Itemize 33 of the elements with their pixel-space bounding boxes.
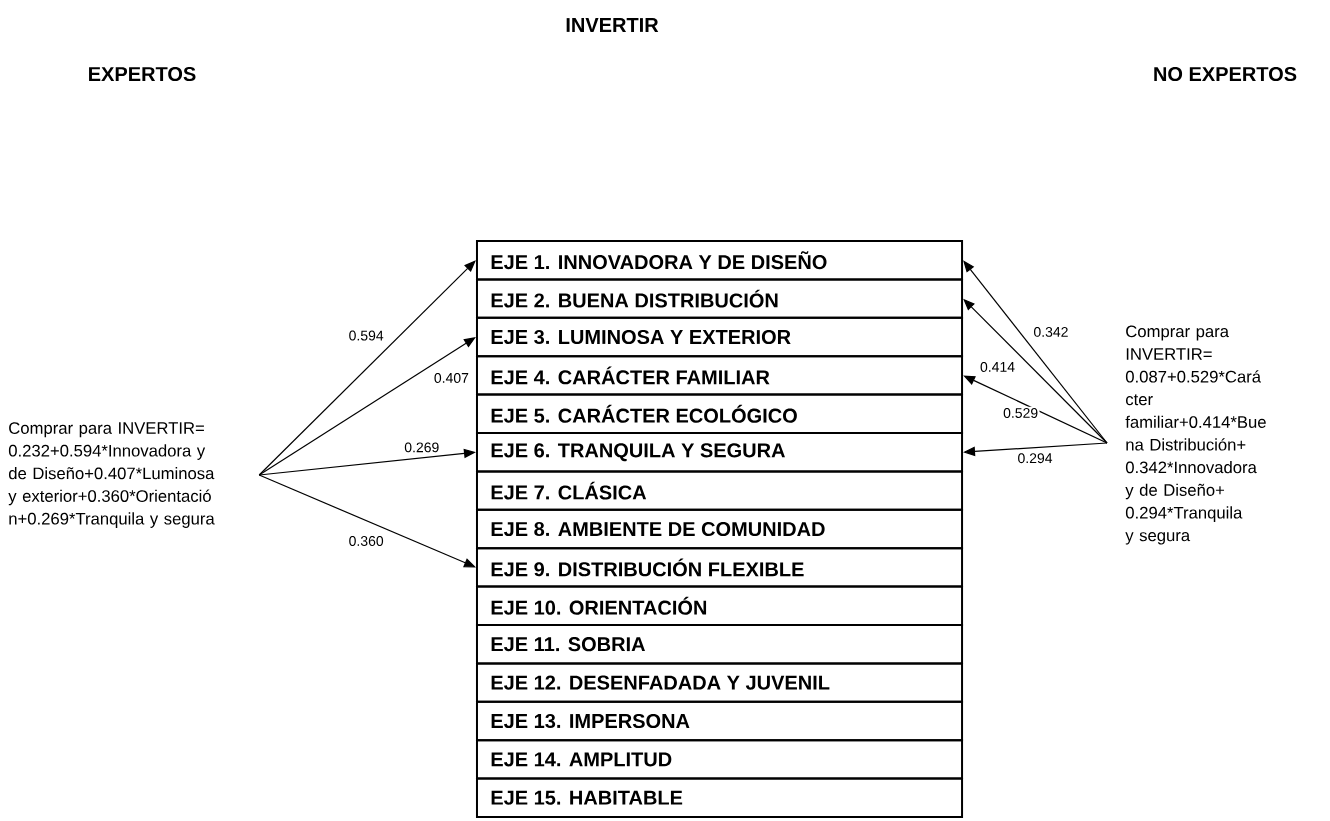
table-row: EJE 12. DESENFADADA Y JUVENIL — [476, 662, 964, 703]
edge-label: 0.529 — [1001, 406, 1040, 420]
equation-text: Comprar para INVERTIR= 0.087+0.529*Cará cter familiar+0.414*Bue na Distribución+ 0.342*Innovadora y de Diseño+ 0.294*Tranquila y segura — [1125, 325, 1266, 545]
equation-text: Comprar para INVERTIR= 0.232+0.594*Innovadora y de Diseño+0.407*Luminosa y exterior+0.360*Orientació n+0.269*Tranquila y segura — [8, 422, 215, 528]
arrow — [963, 260, 1108, 444]
arrow — [258, 337, 476, 476]
table-row: EJE 6. TRANQUILA Y SEGURA — [476, 432, 964, 473]
table-row: EJE 8. AMBIENTE DE COMUNIDAD — [476, 508, 964, 550]
table-row: EJE 5. CARÁCTER ECOLÓGICO — [476, 393, 964, 434]
edge-label: 0.342 — [1032, 325, 1070, 339]
table-row: EJE 13. IMPERSONA — [476, 700, 964, 742]
group-heading: EXPERTOS — [89, 66, 196, 82]
arrow — [963, 375, 1108, 444]
table-row: EJE 11. SOBRIA — [476, 624, 964, 665]
table-row: EJE 14. AMPLITUD — [476, 739, 964, 780]
table-row: EJE 3. LUMINOSA Y EXTERIOR — [476, 316, 964, 358]
arrow — [258, 260, 476, 476]
edge-label: 0.294 — [1016, 451, 1054, 465]
table-row: EJE 2. BUENA DISTRIBUCIÓN — [476, 278, 964, 319]
group-heading: NO EXPERTOS — [1154, 66, 1297, 82]
heading: INVERTIR — [566, 18, 659, 32]
table-row: EJE 15. HABITABLE — [476, 777, 964, 818]
table-row: EJE 1. INNOVADORA Y DE DISEÑO — [476, 240, 964, 281]
edge-label: 0.360 — [347, 534, 385, 548]
table-row: EJE 10. ORIENTACIÓN — [476, 585, 964, 626]
table-row: EJE 7. CLÁSICA — [476, 470, 964, 511]
arrow — [258, 474, 476, 568]
edge-label: 0.594 — [347, 329, 385, 342]
table-row: EJE 4. CARÁCTER FAMILIAR — [476, 355, 964, 396]
table-row: EJE 9. DISTRIBUCIÓN FLEXIBLE — [476, 547, 964, 588]
edge-label: 0.414 — [978, 360, 1017, 374]
edge-label: 0.269 — [402, 441, 441, 454]
edge-label: 0.407 — [432, 371, 471, 385]
